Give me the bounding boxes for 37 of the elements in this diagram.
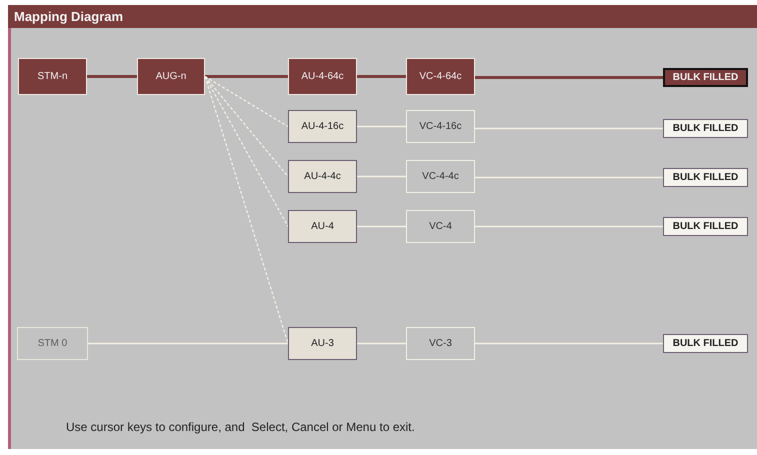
- instruction-text: Use cursor keys to configure, and Select, Cancel or Menu to exit.: [66, 420, 415, 434]
- node-box: AU-4-64c: [288, 58, 357, 95]
- connector-line: [357, 342, 406, 344]
- node-box: AUG-n: [137, 58, 205, 95]
- connector-line: [204, 76, 288, 177]
- status-box: BULK FILLED: [663, 217, 748, 236]
- node-box: AU-4: [288, 210, 357, 243]
- node-box: VC-4-4c: [406, 160, 475, 193]
- connector-line: [205, 75, 288, 78]
- connector-line: [88, 342, 288, 344]
- status-box: BULK FILLED: [663, 334, 748, 353]
- node-box: VC-4-64c: [406, 58, 475, 95]
- connector-line: [475, 128, 663, 130]
- connector-line: [475, 342, 663, 344]
- connector-line: [475, 176, 663, 178]
- connector-line: [204, 76, 289, 227]
- node-box: VC-4: [406, 210, 475, 243]
- node-box: VC-3: [406, 327, 475, 360]
- connector-line: [204, 76, 288, 128]
- connector-line: [475, 226, 663, 228]
- connector-line: [204, 76, 289, 344]
- connector-line: [357, 226, 406, 228]
- status-box: BULK FILLED: [663, 168, 748, 187]
- node-box: AU-4-4c: [288, 160, 357, 193]
- node-box: AU-4-16c: [288, 110, 357, 143]
- connector-line: [87, 75, 137, 78]
- node-box: AU-3: [288, 327, 357, 360]
- status-box: BULK FILLED: [663, 119, 748, 138]
- node-box: VC-4-16c: [406, 110, 475, 143]
- node-box: STM-n: [18, 58, 87, 95]
- connector-line: [357, 176, 406, 178]
- status-box: BULK FILLED: [663, 68, 748, 87]
- title-bar: Mapping Diagram: [8, 5, 757, 28]
- node-box: STM 0: [17, 327, 88, 360]
- connector-line: [357, 75, 406, 78]
- connector-line: [475, 76, 663, 79]
- connector-line: [357, 126, 406, 128]
